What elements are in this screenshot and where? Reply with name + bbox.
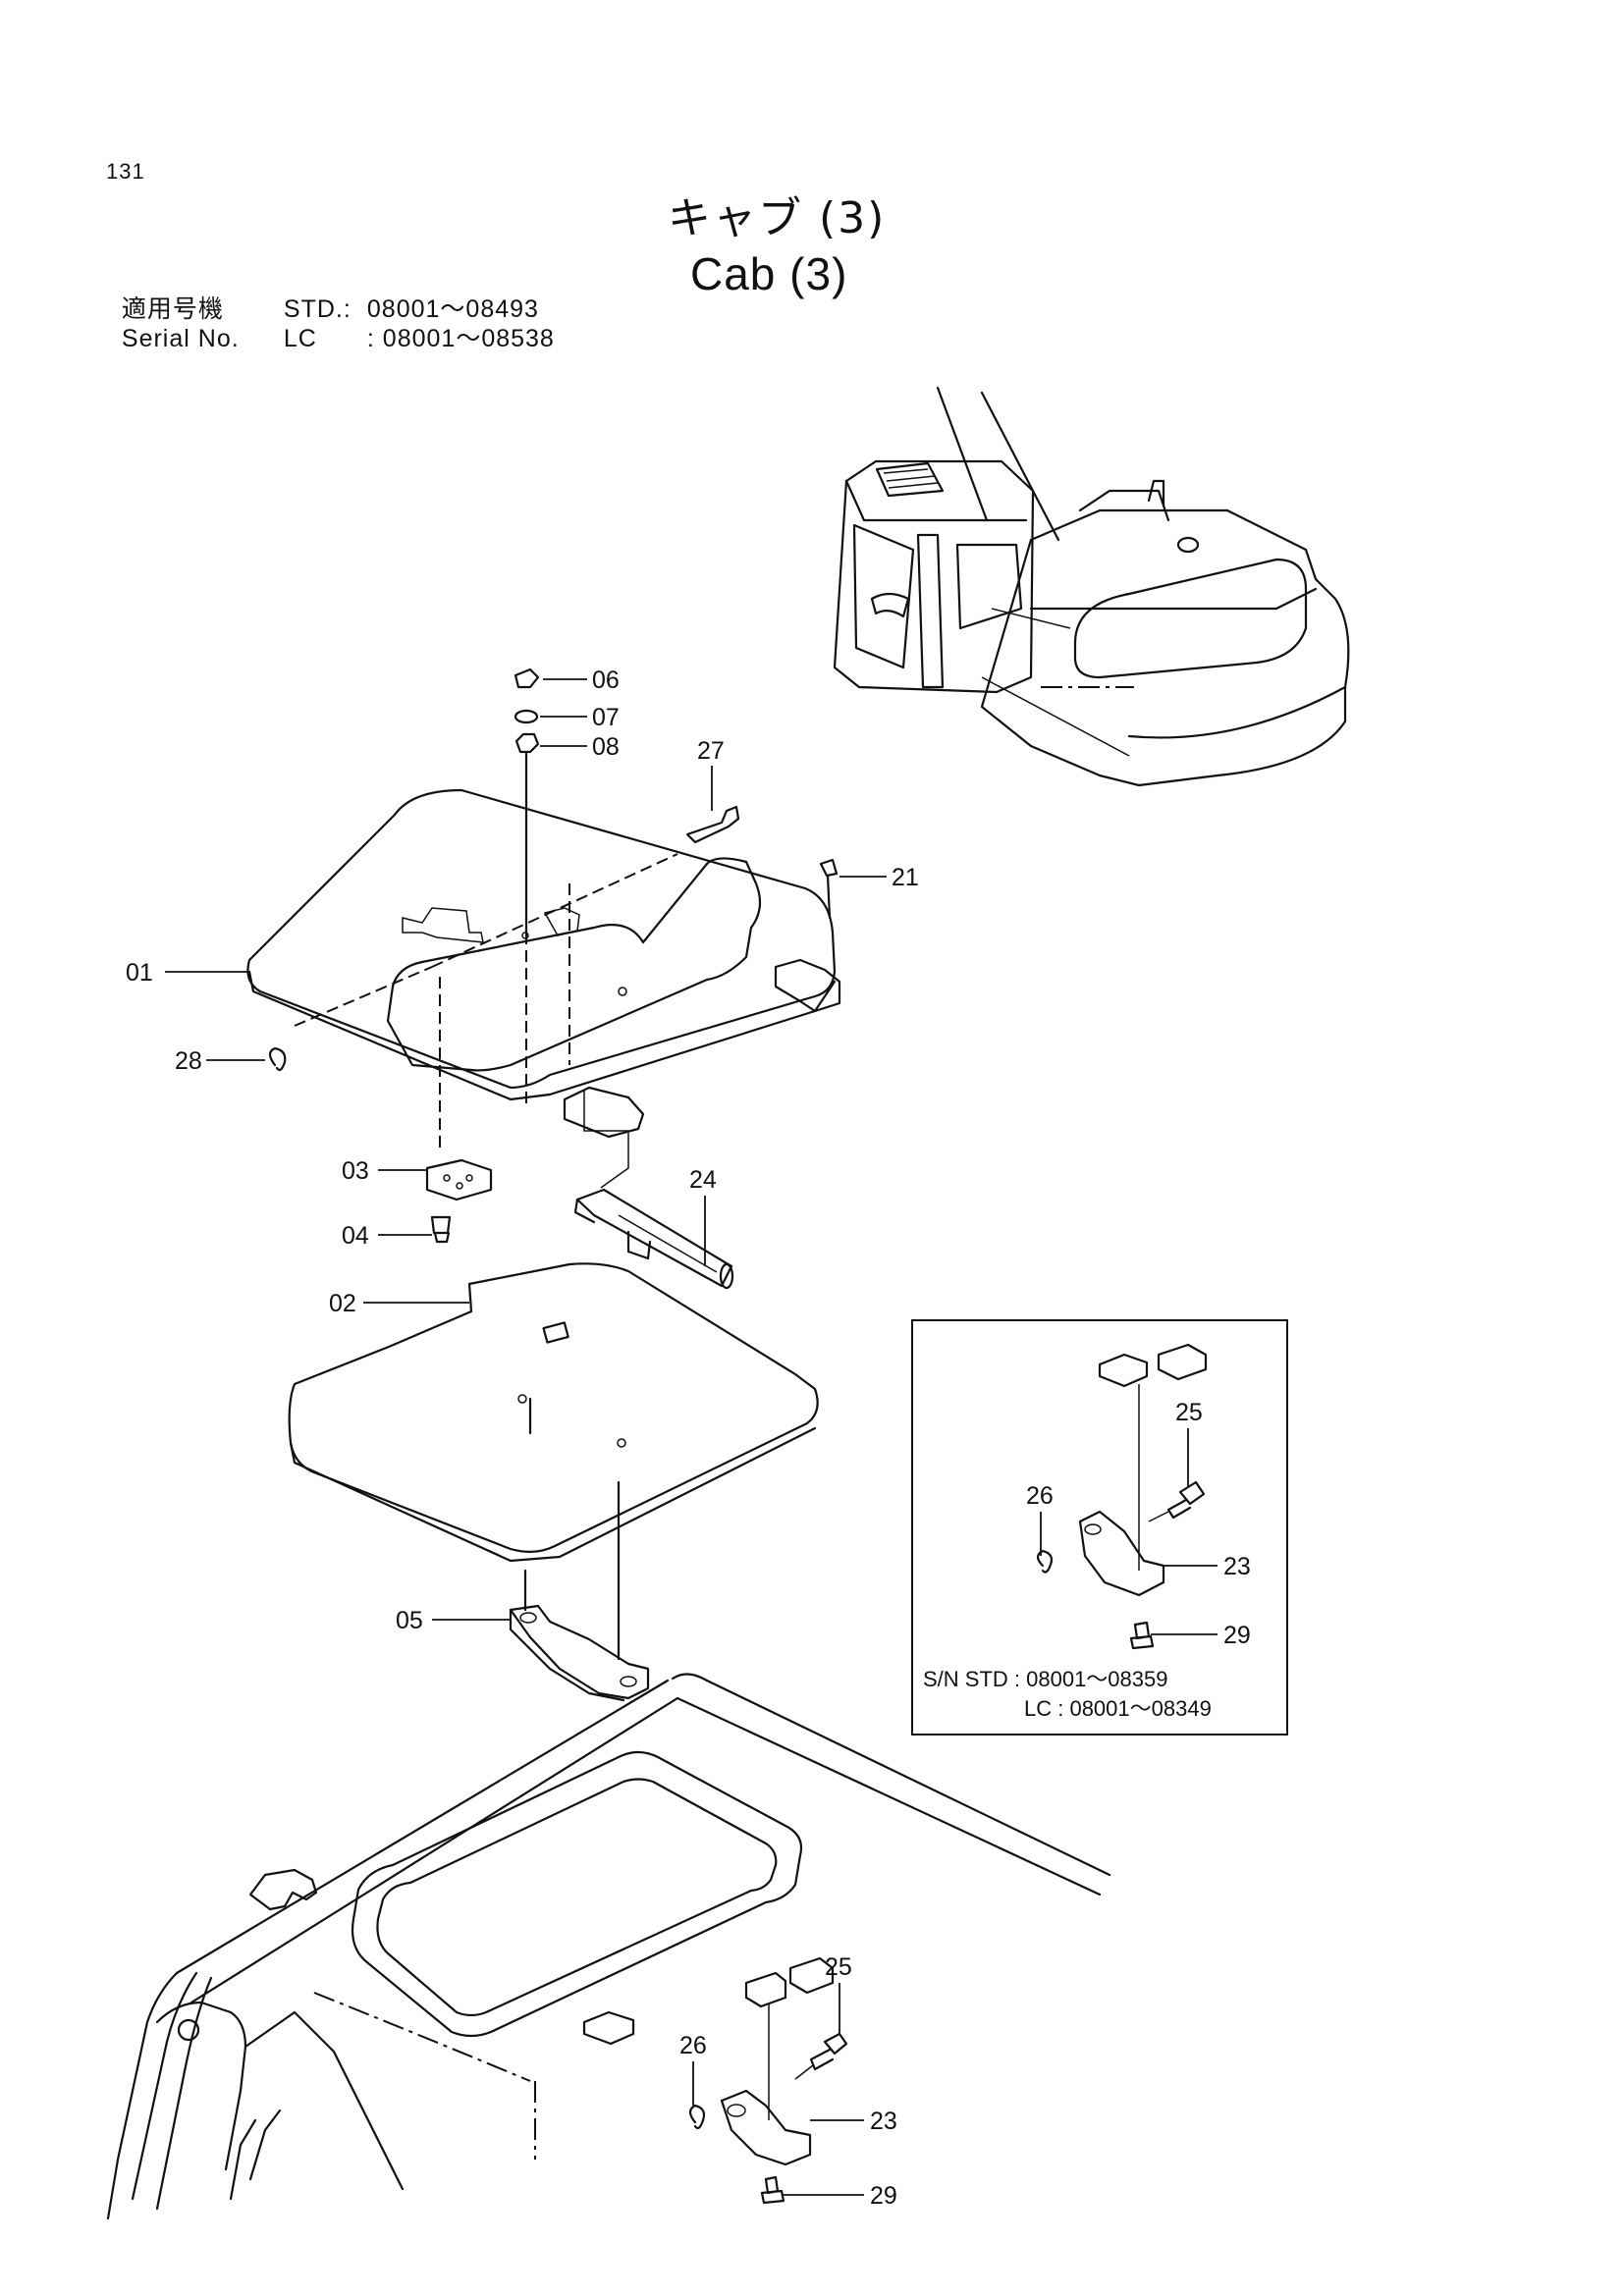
- callout-27: 27: [697, 737, 725, 765]
- callout-lower-26: 26: [679, 2032, 707, 2059]
- std-serial-range: 08001～08493: [366, 295, 539, 323]
- cab-roof-frame: [106, 1673, 1111, 2220]
- callout-07: 07: [592, 704, 620, 731]
- serial-row-lc: Serial No. LC : 08001～08538: [106, 291, 555, 354]
- leader-lines: [165, 678, 1218, 2196]
- lc-serial-range: : 08001～08538: [366, 325, 555, 352]
- hatch-cover-01: [246, 788, 837, 1090]
- page-number: 131: [106, 159, 145, 184]
- part-callouts: 06 07 08 27 21 01 28 03 24 04 02 05 25 2…: [126, 667, 1251, 2210]
- std-model-label: STD.:: [283, 295, 352, 323]
- bolt-27-icon: [685, 805, 740, 844]
- callout-lower-23: 23: [870, 2108, 897, 2135]
- callout-04: 04: [342, 1222, 369, 1250]
- page-title-japanese: キャブ (3): [668, 193, 887, 243]
- callout-02: 02: [329, 1290, 356, 1317]
- page-title-english: Cab (3): [690, 248, 848, 299]
- clip-28-icon: [268, 1046, 287, 1072]
- inset-serial-std: S/N STD : 08001～08359: [923, 1667, 1167, 1691]
- inset-callout-23: 23: [1223, 1553, 1251, 1580]
- nut-08-icon: [514, 732, 540, 754]
- callout-21: 21: [892, 864, 919, 891]
- serial-label-english: Serial No.: [121, 325, 240, 352]
- shaft-24-icon: [575, 1188, 733, 1288]
- bolt-06-icon: [514, 667, 540, 689]
- handle-05-icon: [509, 1604, 650, 1700]
- callout-24: 24: [689, 1166, 717, 1194]
- callout-05: 05: [396, 1607, 423, 1634]
- bracket-03-icon: [425, 1158, 493, 1201]
- bolt-04-icon: [430, 1215, 452, 1244]
- hatch-assembly-exploded-view: [246, 667, 841, 1702]
- inset-callout-29: 29: [1223, 1622, 1251, 1649]
- inset-detail-box: [911, 1319, 1288, 1735]
- inset-callout-26: 26: [1026, 1482, 1054, 1510]
- bolt-21-icon: [819, 858, 839, 920]
- serial-label-japanese: 適用号機: [121, 295, 224, 323]
- floor-mat-02: [288, 1262, 819, 1553]
- washer-07-icon: [514, 709, 539, 724]
- excavator-overview-illustration: [833, 386, 1350, 787]
- callout-28: 28: [175, 1047, 202, 1075]
- inset-serial-lc: LC : 08001～08349: [1024, 1696, 1212, 1721]
- serial-row-std: 適用号機 STD.: 08001～08493: [106, 261, 539, 325]
- callout-lower-29: 29: [870, 2182, 897, 2210]
- callout-03: 03: [342, 1157, 369, 1185]
- callout-06: 06: [592, 667, 620, 694]
- callout-01: 01: [126, 959, 153, 987]
- lc-model-label: LC: [283, 325, 317, 352]
- callout-lower-25: 25: [825, 1953, 852, 1981]
- callout-08: 08: [592, 733, 620, 761]
- inset-callout-25: 25: [1175, 1399, 1203, 1426]
